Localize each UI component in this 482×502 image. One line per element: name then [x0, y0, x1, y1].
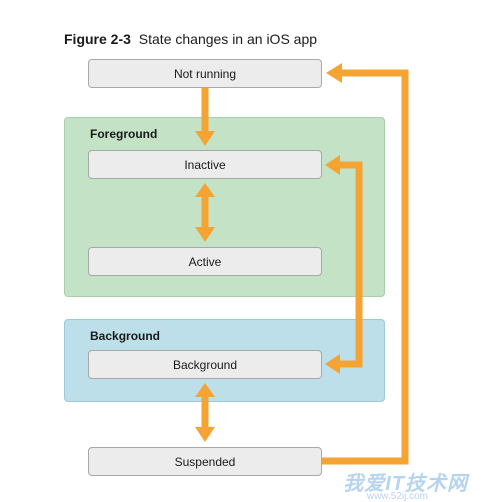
arrow-head-down-active: [195, 227, 215, 242]
arrow-head-left-background: [325, 354, 340, 374]
state-label: Active: [188, 254, 222, 269]
arrow-head-left-inactive: [325, 155, 340, 175]
watermark-url: www.52ij.com: [366, 491, 428, 502]
state-active: Active: [88, 247, 322, 276]
figure-number: Figure 2-3: [64, 31, 131, 47]
arrow-head-up-inactive: [195, 183, 215, 197]
figure-title: State changes in an iOS app: [138, 31, 318, 47]
arrow-head-up-background: [195, 383, 215, 397]
state-inactive: Inactive: [88, 150, 322, 179]
state-background: Background: [88, 350, 322, 379]
state-not-running: Not running: [88, 59, 322, 88]
state-label: Background: [172, 357, 238, 372]
arrow-suspended-to-not-running: [322, 69, 409, 465]
arrow-head-left-not-running: [326, 63, 342, 83]
arrow-head-down-suspended: [195, 427, 215, 442]
state-label: Not running: [173, 66, 237, 81]
background-group-title: Background: [90, 329, 161, 343]
figure-caption: Figure 2-3 State changes in an iOS app: [64, 31, 317, 47]
foreground-group-title: Foreground: [90, 127, 158, 141]
state-label: Inactive: [184, 157, 226, 172]
arrow-inactive-background: [338, 161, 363, 368]
arrow-head-down-inactive: [195, 131, 215, 146]
state-label: Suspended: [174, 454, 236, 469]
watermark-logo: 我爱IT技术网: [343, 473, 468, 495]
state-suspended: Suspended: [88, 447, 322, 476]
